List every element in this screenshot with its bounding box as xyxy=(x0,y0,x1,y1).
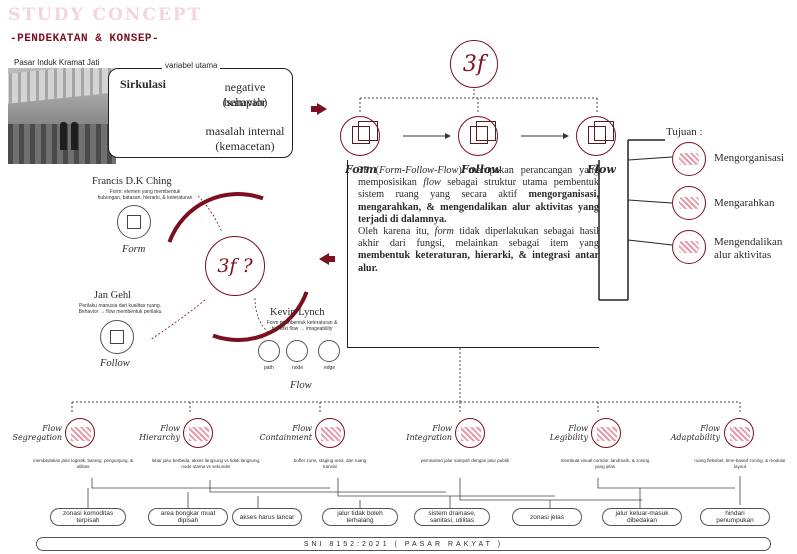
variable-title: variabel utama xyxy=(162,61,221,70)
ref-lynch-desc-2: hierarki flow → imageability xyxy=(271,326,333,332)
form-stage-icon xyxy=(340,116,380,156)
ref-lynch-desc-1: Form membentuk keteraturan & xyxy=(266,320,338,326)
tujuan-control-line1: Mengendalikan xyxy=(714,236,783,248)
market-photo xyxy=(8,68,116,164)
tujuan-title: Tujuan : xyxy=(666,126,703,138)
organize-icon xyxy=(672,142,706,176)
arrow-right-icon xyxy=(311,103,327,115)
arrow-left-icon xyxy=(319,253,335,265)
strategy-4-desc: pemisahan jalur sampah dengan jalur publ… xyxy=(420,458,510,463)
requirement-pill: zonasi jelas xyxy=(512,508,582,526)
edge-icon xyxy=(318,340,340,362)
strategy-2-desc: lebar jalur berbeda, akses langsung vs t… xyxy=(151,458,261,469)
strategy-6-desc: ruang fleksibel, time-based zoning, & mo… xyxy=(694,458,786,469)
description-paragraph-2: Oleh karena itu, form tidak diperlakukan… xyxy=(358,226,600,274)
page-title: STUDY CONCEPT xyxy=(8,5,203,25)
adaptability-icon xyxy=(724,418,754,448)
person-figure xyxy=(60,122,67,150)
requirement-pill: sistem drainase,sanitasi, utilitas xyxy=(414,508,490,526)
stage-form-label: Form xyxy=(345,163,377,176)
flow-stage-icon xyxy=(576,116,616,156)
ref-gehl-desc-2: Behavior → flow membentuk perilaku xyxy=(78,309,162,315)
person-figure xyxy=(71,122,78,150)
effect-2-line1: masalah internal xyxy=(205,124,285,138)
strategy-1-desc: membedakan jalur logistik, barang, pengu… xyxy=(32,458,134,469)
effect-2-line2: (kemacetan) xyxy=(215,139,275,153)
ref-ching-name: Francis D.K Ching xyxy=(92,176,172,187)
strategy-3-desc: buffer zone, staging area, dan ruang tra… xyxy=(293,458,367,469)
location-label: Pasar Induk Kramat Jati xyxy=(14,58,100,67)
stage-flow-label: Flow xyxy=(587,163,616,176)
integration-icon xyxy=(455,418,485,448)
page-subtitle: -PENDEKATAN & KONSEP- xyxy=(10,33,160,45)
strategy-5-desc: membuat visual corridor, landmark, & zon… xyxy=(560,458,650,469)
effect-1-line1: negative behavior xyxy=(224,80,266,109)
ref-ching-desc-2: hubungan, batasan, hierarki, & keteratur… xyxy=(97,195,193,201)
stage-follow-label: Follow xyxy=(461,163,501,176)
description-paragraph-1: 3F (Form-Follow-Flow) merupakan perancan… xyxy=(358,165,599,225)
ref-lynch-label: Flow xyxy=(290,380,312,391)
roof-structure xyxy=(8,68,116,105)
main-variable: Sirkulasi xyxy=(120,77,167,91)
ref-gehl-name: Jan Gehl xyxy=(94,290,132,301)
ref-lynch-name: Kevin Lynch xyxy=(270,307,325,318)
ref-gehl-label: Follow xyxy=(100,358,130,369)
control-icon xyxy=(672,230,706,264)
ref-ching-icon xyxy=(117,205,151,239)
ref-ching-desc-1: Form: elemen yang membentuk xyxy=(109,189,181,195)
tujuan-control-line2: alur aktivitas xyxy=(714,249,772,261)
standard-banner: SNI 8152:2021 ( PASAR RAKYAT ) xyxy=(36,537,771,551)
tujuan-direct: Mengarahkan xyxy=(714,197,775,209)
node-icon xyxy=(286,340,308,362)
ref-gehl-icon xyxy=(100,320,134,354)
requirement-pill: akses harus lancar xyxy=(232,508,302,526)
ref-ching-label: Form xyxy=(122,244,146,255)
containment-icon xyxy=(315,418,345,448)
legibility-icon xyxy=(591,418,621,448)
tujuan-organize: Mengorganisasi xyxy=(714,152,785,164)
ref-gehl-desc-1: Perilaku manusia dari kualitas ruang. xyxy=(79,303,161,309)
lynch-node-label: node xyxy=(292,365,304,371)
theory-center-symbol: 3f ? xyxy=(205,236,265,296)
concept-3f-symbol: 3f xyxy=(450,40,498,88)
follow-stage-icon xyxy=(458,116,498,156)
path-icon xyxy=(258,340,280,362)
effect-1-line2: (sampah) xyxy=(222,95,268,109)
segregation-icon xyxy=(65,418,95,448)
direct-icon xyxy=(672,186,706,220)
hierarchy-icon xyxy=(183,418,213,448)
lynch-path-label: path xyxy=(264,365,274,371)
concept-description: 3F (Form-Follow-Flow) merupakan perancan… xyxy=(347,160,599,348)
lynch-edge-label: edge xyxy=(324,365,336,371)
